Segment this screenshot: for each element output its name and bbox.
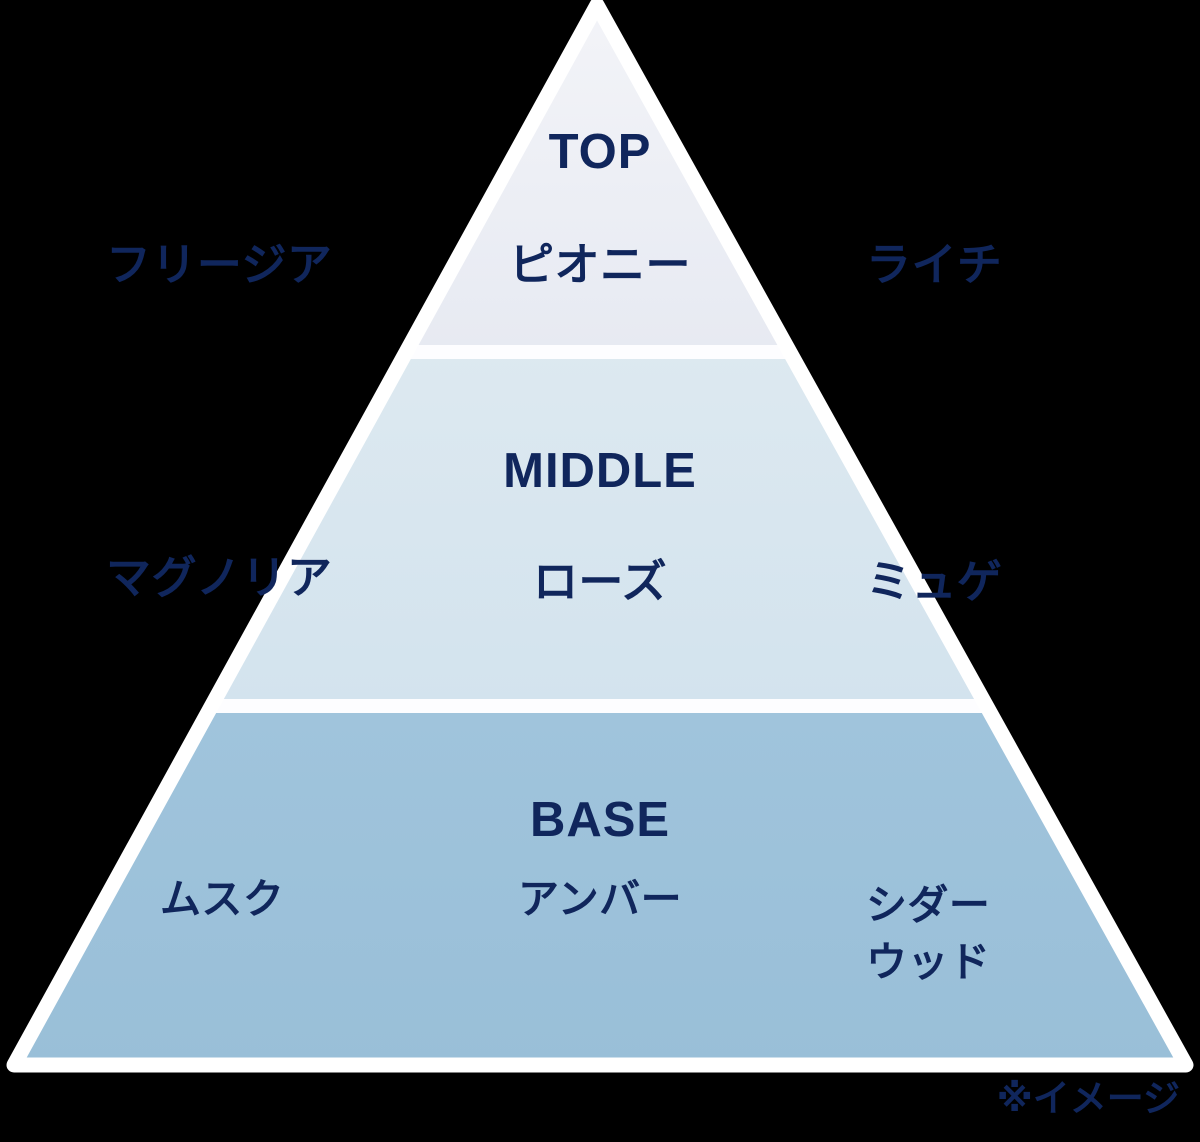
note-base-right: シダー ウッド bbox=[866, 877, 990, 990]
tier-fill-base bbox=[14, 703, 1186, 1065]
tier-divider-2 bbox=[14, 699, 1186, 713]
note-middle-center: ローズ bbox=[532, 556, 668, 607]
tier-label-top: TOP bbox=[548, 125, 652, 179]
note-middle-left: マグノリア bbox=[106, 552, 333, 603]
pyramid-outline bbox=[6, 0, 1194, 1073]
tier-divider-1 bbox=[14, 345, 1186, 359]
tier-label-middle: MIDDLE bbox=[503, 444, 697, 498]
note-base-left: ムスク bbox=[160, 876, 285, 922]
note-top-right: ライチ bbox=[866, 239, 1003, 290]
tier-fill-middle bbox=[14, 348, 1186, 703]
note-base-center: アンバー bbox=[518, 876, 682, 922]
image-disclaimer-note: ※イメージ bbox=[996, 1078, 1180, 1119]
note-middle-right: ミュゲ bbox=[866, 556, 1003, 607]
tier-label-base: BASE bbox=[529, 793, 671, 847]
note-base-right-line1: シダー bbox=[866, 882, 991, 928]
note-base-right-line2: ウッド bbox=[866, 938, 991, 985]
note-top-center: ピオニー bbox=[509, 239, 691, 290]
note-top-left: フリージア bbox=[106, 239, 333, 290]
